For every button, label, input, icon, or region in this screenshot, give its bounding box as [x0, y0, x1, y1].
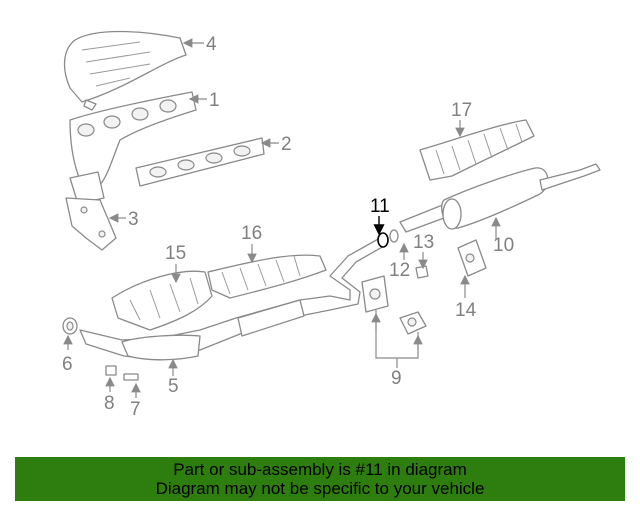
- part-7-bolt[interactable]: [123, 373, 139, 381]
- part-13-bolt[interactable]: [415, 265, 429, 279]
- part-17-heat-shield[interactable]: [419, 119, 535, 181]
- callout-9: 9: [391, 368, 402, 389]
- part-9-hanger-b[interactable]: [399, 311, 427, 335]
- callout-13: 13: [413, 232, 434, 253]
- part-6-gasket[interactable]: [62, 317, 78, 335]
- callout-7: 7: [130, 399, 141, 420]
- callout-8: 8: [104, 393, 115, 414]
- notice-line-part: Part or sub-assembly is #11 in diagram: [173, 460, 467, 479]
- part-12-spring[interactable]: [389, 229, 399, 243]
- callout-15: 15: [165, 243, 186, 264]
- callout-6: 6: [62, 354, 73, 375]
- callout-1: 1: [209, 90, 220, 111]
- callout-16: 16: [241, 223, 262, 244]
- diagram-notice-banner: Part or sub-assembly is #11 in diagram D…: [15, 457, 625, 501]
- callout-4: 4: [206, 34, 217, 55]
- part-5-front-pipe[interactable]: [79, 237, 385, 361]
- part-4-heat-shield[interactable]: [63, 30, 187, 111]
- part-8-nut[interactable]: [105, 365, 117, 376]
- callout-12: 12: [389, 260, 410, 281]
- part-9-hanger-a[interactable]: [361, 275, 389, 313]
- part-2-gasket[interactable]: [135, 137, 265, 187]
- part-3-bracket[interactable]: [65, 197, 117, 251]
- callout-17: 17: [451, 100, 472, 121]
- exhaust-parts-diagram: 4 1 2 3 15 16 17 10 13 12 11 14 9 5 6 8 …: [62, 30, 601, 420]
- callout-3: 3: [128, 209, 139, 230]
- callout-2: 2: [281, 134, 292, 155]
- part-10-muffler[interactable]: [399, 163, 601, 233]
- part-16-heat-shield[interactable]: [207, 254, 327, 299]
- callout-5: 5: [168, 376, 179, 397]
- callout-10: 10: [493, 235, 514, 256]
- part-14-hanger[interactable]: [457, 239, 487, 277]
- callout-11: 11: [370, 196, 390, 217]
- callout-14: 14: [455, 300, 477, 321]
- part-15-heat-shield[interactable]: [111, 270, 213, 331]
- part-11-gasket-ring[interactable]: [377, 232, 389, 248]
- part-1-exhaust-manifold[interactable]: [69, 91, 197, 205]
- notice-line-disclaimer: Diagram may not be specific to your vehi…: [155, 479, 485, 498]
